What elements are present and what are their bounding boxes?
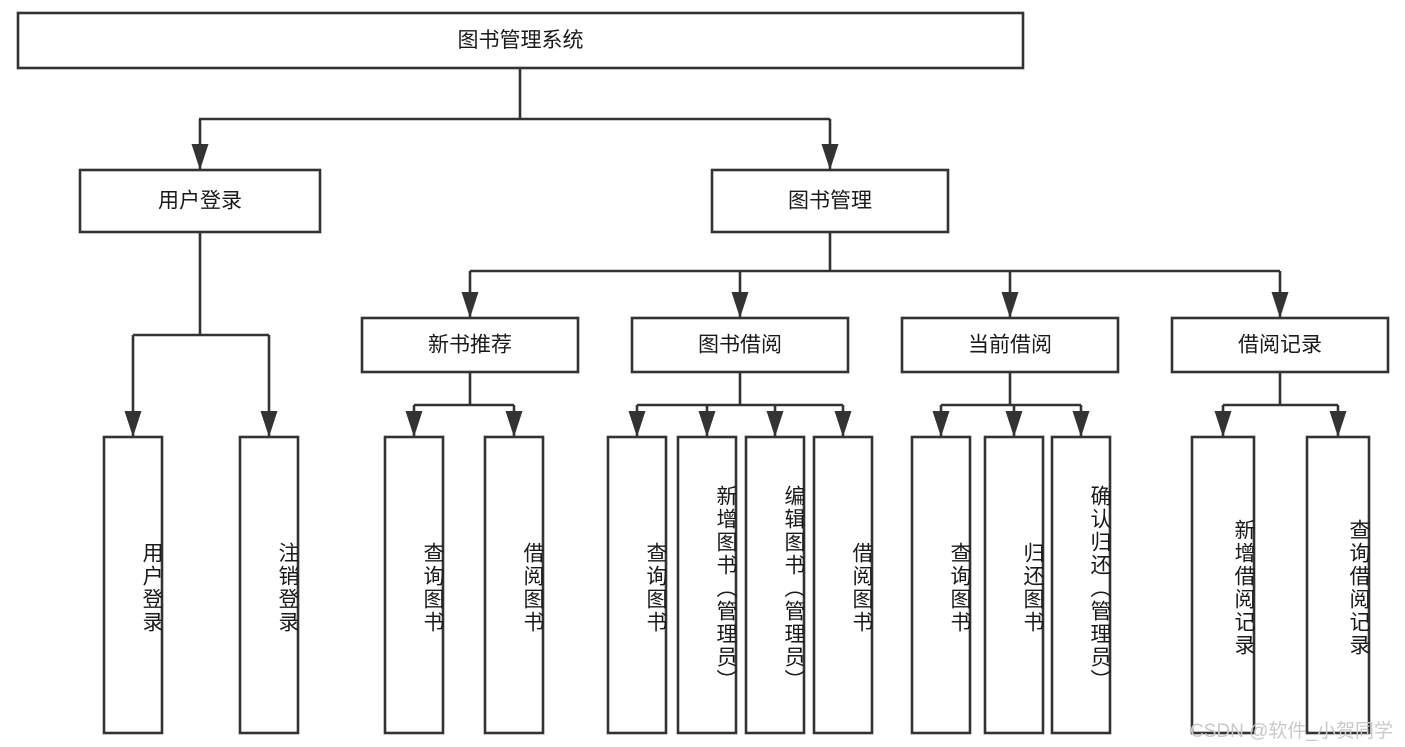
arrow-head-icon (461, 292, 479, 318)
node-box-user-login[interactable] (78, 168, 322, 234)
node-box-leaf-query-record[interactable] (1305, 435, 1371, 735)
connector-group-book-manage (461, 232, 1289, 318)
node-label-root: 图书管理系统 (458, 29, 584, 52)
node-box-leaf-edit-book[interactable] (744, 435, 806, 735)
node-box-leaf-return-book[interactable] (983, 435, 1045, 735)
node-box-leaf-add-book[interactable] (676, 435, 738, 735)
node-label-book-manage: 图书管理 (788, 190, 872, 213)
node-box-root[interactable] (16, 11, 1025, 70)
node-box-layer (16, 11, 1390, 735)
node-label-book-borrow: 图书借阅 (698, 334, 782, 357)
node-box-leaf-borrow-book-1[interactable] (483, 435, 545, 735)
node-box-leaf-add-record[interactable] (1190, 435, 1256, 735)
node-box-leaf-borrow-book-2[interactable] (812, 435, 874, 735)
node-label-user-login: 用户登录 (158, 190, 242, 213)
arrow-head-icon (1001, 292, 1019, 318)
arrow-head-icon (1214, 411, 1232, 437)
node-box-current-borrow[interactable] (900, 316, 1120, 374)
connector-group-user-login (124, 232, 278, 437)
connector-group-borrow-record (1214, 372, 1347, 437)
connector-group-new-book-rec (405, 372, 523, 437)
arrow-head-icon (932, 411, 950, 437)
arrow-head-icon (1271, 292, 1289, 318)
node-box-leaf-query-book-2[interactable] (606, 435, 668, 735)
arrow-head-icon (505, 411, 523, 437)
connector-group-root (191, 68, 839, 170)
csdn-watermark: CSDN @软件_小贺同学 (1190, 721, 1393, 742)
node-box-leaf-query-book-3[interactable] (910, 435, 972, 735)
connector-group-current-borrow (932, 372, 1090, 437)
node-label-current-borrow: 当前借阅 (968, 334, 1052, 357)
node-box-book-borrow[interactable] (630, 316, 850, 374)
arrow-head-icon (260, 411, 278, 437)
node-box-borrow-record[interactable] (1170, 316, 1390, 374)
node-label-borrow-record: 借阅记录 (1238, 334, 1322, 357)
node-label-new-book-rec: 新书推荐 (428, 334, 512, 357)
node-box-book-manage[interactable] (710, 168, 950, 234)
connector-layer (124, 68, 1347, 437)
node-box-leaf-user-logout[interactable] (238, 435, 300, 735)
node-box-leaf-confirm-return[interactable] (1050, 435, 1112, 735)
arrow-head-icon (628, 411, 646, 437)
connector-group-book-borrow (628, 372, 852, 437)
arrow-head-icon (124, 411, 142, 437)
arrow-head-icon (1329, 411, 1347, 437)
arrow-head-icon (766, 411, 784, 437)
arrow-head-icon (1072, 411, 1090, 437)
arrow-head-icon (698, 411, 716, 437)
arrow-head-icon (834, 411, 852, 437)
node-box-leaf-query-book-1[interactable] (383, 435, 445, 735)
arrow-head-icon (191, 144, 209, 170)
arrow-head-icon (731, 292, 749, 318)
node-box-leaf-user-login[interactable] (102, 435, 164, 735)
arrow-head-icon (821, 144, 839, 170)
arrow-head-icon (405, 411, 423, 437)
arrow-head-icon (1005, 411, 1023, 437)
node-box-new-book-rec[interactable] (360, 316, 580, 374)
